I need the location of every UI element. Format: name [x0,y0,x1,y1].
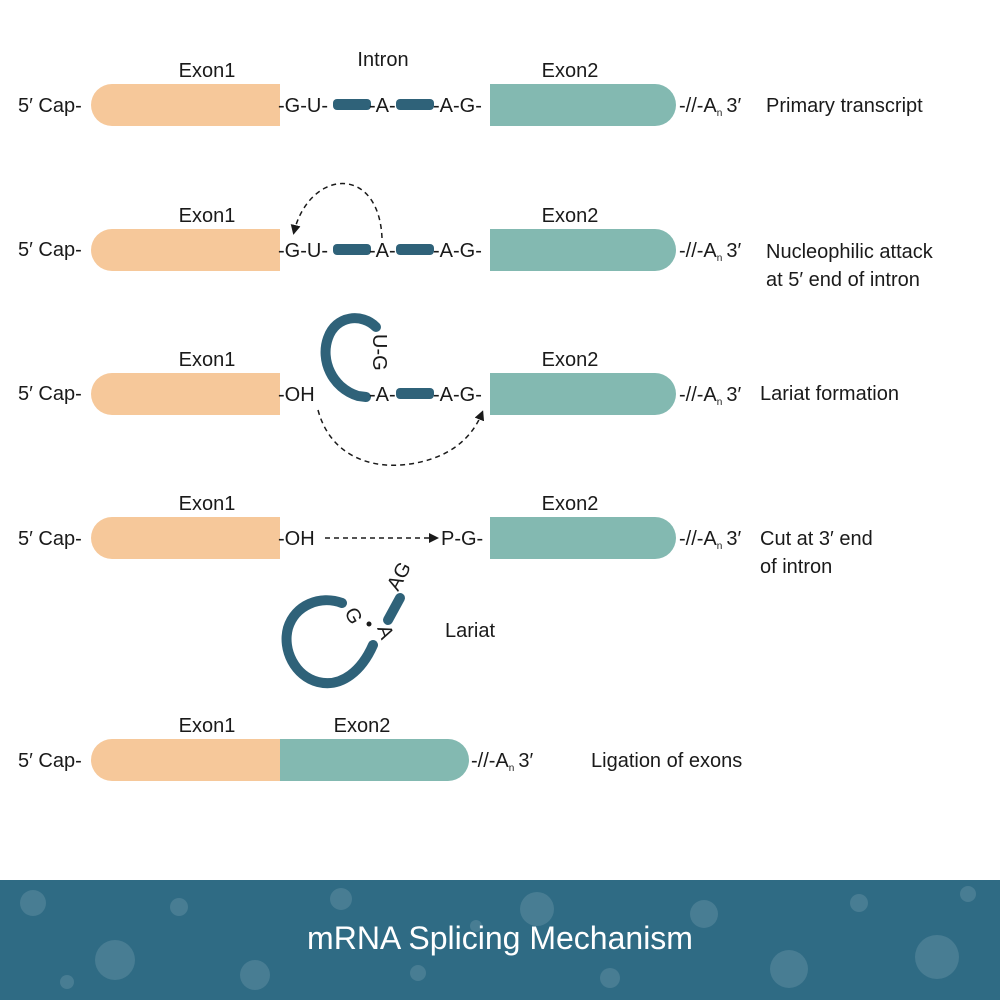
step-caption: Lariat formation [760,383,899,405]
step-3-lariat-formation: Exon1 Exon2 5′ Cap- -OH U-G -A- -A-G- -/… [18,313,899,466]
ag-site: -A-G- [433,384,482,406]
branch-point-a: -A- [369,384,396,406]
five-prime-cap: 5′ Cap- [18,750,82,772]
phosphate-g: P-G- [441,528,483,550]
intron-loop [320,313,381,402]
exon2-label: Exon2 [542,60,599,82]
step-2-nucleophilic-attack: Exon1 Exon2 5′ Cap- -G-U- -A- -A-G- -//-… [18,182,934,291]
step-caption: Cut at 3′ end [760,528,873,550]
five-prime-cap: 5′ Cap- [18,528,82,550]
exon1-block [91,739,280,781]
intron-segment [333,99,371,110]
exon2-label: Exon2 [542,493,599,515]
lariat-a-label: A [372,622,397,643]
five-prime-cap: 5′ Cap- [18,239,82,261]
gu-site: -G-U- [278,240,328,262]
exon2-label: Exon2 [334,715,391,737]
intron-segment [396,99,434,110]
step-caption: of intron [760,556,832,578]
intron-segment [396,388,434,399]
lariat-tail [383,593,405,625]
exon1-block [91,84,280,126]
branch-point-a: -A- [369,240,396,262]
exon2-block [490,373,676,415]
nucleophilic-attack-arrow [290,182,383,239]
five-prime-cap: 5′ Cap- [18,95,82,117]
intron-segment [396,244,434,255]
exon1-label: Exon1 [179,715,236,737]
lariat-loop [281,595,378,689]
lariat-ag-label: AG [383,558,416,594]
splicing-diagram: Exon1 Intron Exon2 5′ Cap- -G-U- -A- -A-… [18,49,934,781]
exon1-block [91,373,280,415]
exon2-block [280,739,469,781]
exon1-label: Exon1 [179,493,236,515]
step-caption: Primary transcript [766,95,923,117]
excised-lariat: G A AG Lariat [281,558,495,689]
intron-segment [333,244,371,255]
exon1-label: Exon1 [179,205,236,227]
exon2-block [490,517,676,559]
ag-site: -A-G- [433,95,482,117]
exon1-block [91,229,280,271]
footer-title: mRNA Splicing Mechanism [307,920,693,956]
exon1-label: Exon1 [179,349,236,371]
exon2-label: Exon2 [542,205,599,227]
exon1-block [91,517,280,559]
branch-point-a: -A- [369,95,396,117]
step-caption: at 5′ end of intron [766,269,920,291]
lariat-label: Lariat [445,620,495,642]
footer-banner: mRNA Splicing Mechanism [0,880,1000,1000]
gu-site: -G-U- [278,95,328,117]
hydroxyl-group: -OH [278,384,315,406]
intron-label: Intron [357,49,408,71]
step-1-primary-transcript: Exon1 Intron Exon2 5′ Cap- -G-U- -A- -A-… [18,49,923,126]
exon2-label: Exon2 [542,349,599,371]
exon2-block [490,84,676,126]
hydroxyl-group: -OH [278,528,315,550]
lariat-bond-dot [366,621,372,627]
cleavage-attack-arrow [317,409,485,466]
loop-ug-label: U-G [368,334,390,371]
exon2-block [490,229,676,271]
ag-site: -A-G- [433,240,482,262]
step-caption: Nucleophilic attack [766,241,934,263]
five-prime-cap: 5′ Cap- [18,383,82,405]
exon1-label: Exon1 [179,60,236,82]
step-caption: Ligation of exons [591,750,742,772]
